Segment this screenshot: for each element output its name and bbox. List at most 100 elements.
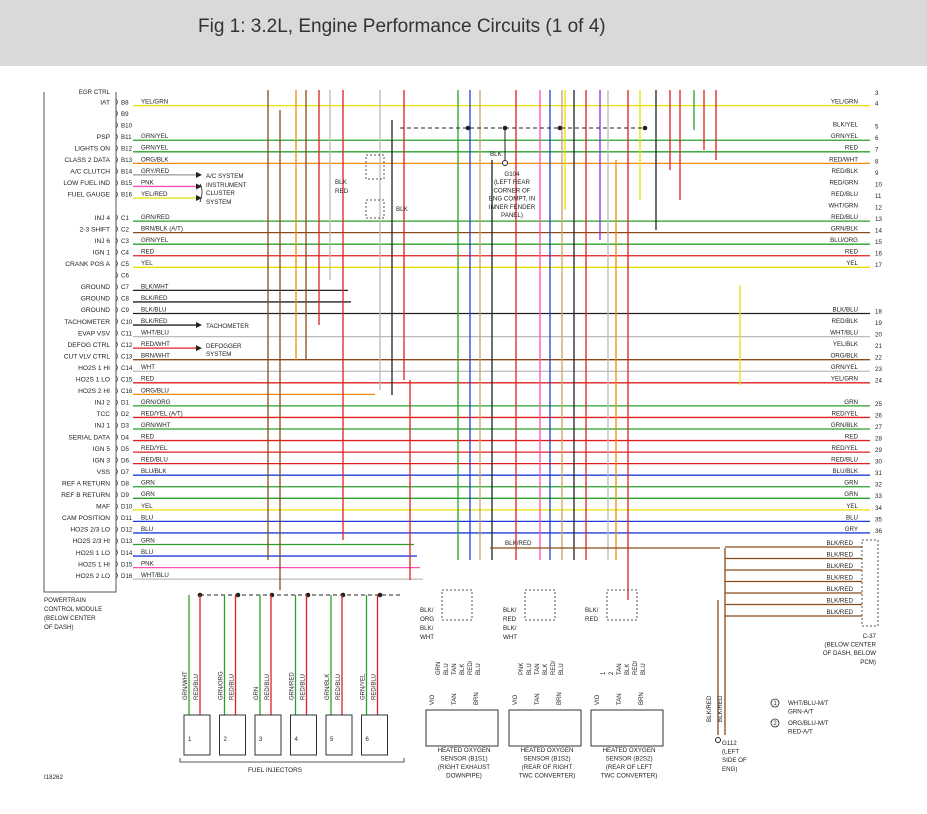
- connector-wire-label: GRN: [844, 480, 858, 487]
- pcm-pin-number: B8: [121, 99, 129, 106]
- wire-code-label: BLU/BLK: [141, 468, 167, 475]
- connector-number: 28: [875, 435, 882, 442]
- injector-wire-label-b: RED/BLU: [265, 674, 271, 700]
- connector-wire-label: RED/BLK: [832, 168, 859, 175]
- pcm-pin-number: C10: [121, 319, 133, 326]
- connector-number: 32: [875, 482, 882, 489]
- injector-wire-label-a: GRN/WHT: [183, 671, 189, 700]
- pcm-pin-function: PSP: [97, 134, 111, 141]
- pcm-pin-number: C11: [121, 330, 132, 337]
- wire-code-label: BLK/RED: [141, 295, 168, 302]
- pin-bracket: [115, 318, 118, 325]
- sensor-wire-label: BLK/: [585, 607, 599, 614]
- injector-wire-label-b: RED/BLU: [336, 674, 342, 700]
- pcm-pin-number: D2: [121, 411, 129, 418]
- sensor-pin-label: TAN: [535, 693, 541, 705]
- pcm-pin-number: D11: [121, 515, 132, 522]
- pin-bracket: [115, 410, 118, 418]
- pcm-pin-function: INJ 4: [95, 215, 111, 222]
- g104-wire-label: BLK: [490, 151, 503, 158]
- injector-number: 3: [259, 737, 263, 743]
- connector-wire-label: BLU/BLK: [833, 468, 859, 475]
- wire-code-label: YEL: [141, 503, 153, 510]
- splice-label-blk-right: BLK: [396, 206, 409, 213]
- wire-code-label: GRN/YEL: [141, 237, 169, 244]
- splice-label-red: RED: [335, 188, 349, 195]
- wire-code-label: YEL: [141, 260, 153, 267]
- arrow-icon: [196, 171, 202, 178]
- sensor-wire-label: WHT: [420, 634, 434, 641]
- connector-number: 25: [875, 401, 882, 408]
- ground-icon: [715, 737, 721, 743]
- wire-code-label: PNK: [141, 561, 155, 568]
- pcm-pin-function: IAT: [100, 99, 110, 106]
- connector-number: 21: [875, 343, 882, 350]
- pcm-label-egr-ctrl: EGR CTRL: [79, 89, 111, 96]
- callout-instrument: INSTRUMENT: [206, 182, 247, 189]
- pin-bracket: [115, 248, 118, 256]
- wire-code-label: ORG/BLK: [141, 156, 169, 163]
- wire-code-label: GRY/RED: [141, 168, 170, 175]
- pcm-pin-function: INJ 1: [95, 423, 111, 430]
- pin-bracket: [115, 479, 118, 487]
- pcm-name-line: POWERTRAIN: [44, 597, 86, 604]
- connector-number: 11: [875, 193, 882, 200]
- sensor-wire-code: BLU: [476, 663, 482, 675]
- splice-dot: [235, 592, 241, 598]
- sensor-title: TWC CONVERTER): [519, 773, 576, 780]
- pin-bracket: [115, 179, 118, 187]
- legend-circle: [770, 718, 780, 728]
- pcm-pin-number: D5: [121, 446, 129, 453]
- pin-bracket: [115, 572, 118, 579]
- sensor-pin-label: BRN: [474, 692, 480, 705]
- pcm-pin-function: HO2S 2/3 LO: [70, 527, 110, 534]
- connector-wire-label: GRN/YEL: [831, 133, 859, 140]
- injector-box: [290, 714, 317, 756]
- fuel-injectors-label: FUEL INJECTORS: [248, 767, 302, 774]
- c37-wire-label: BLK/RED: [827, 609, 854, 616]
- pcm-pin-number: C4: [121, 249, 129, 256]
- connector-wire-label: BLU/ORG: [830, 237, 858, 244]
- pcm-pin-function: EVAP VSV: [78, 330, 111, 337]
- pcm-pin-number: D15: [121, 561, 133, 568]
- pin-bracket: [115, 283, 118, 291]
- pin-bracket: [115, 133, 118, 140]
- pcm-pin-number: D10: [121, 504, 133, 511]
- pcm-pin-number: C6: [121, 273, 129, 280]
- sensor-pin-label: TAN: [452, 693, 458, 705]
- legend-text: ORG/BLU-M/T: [788, 720, 829, 727]
- connector-number: 14: [875, 228, 882, 235]
- pin-bracket: [115, 110, 118, 117]
- pin-bracket: [115, 98, 118, 106]
- pcm-pin-number: C9: [121, 307, 129, 314]
- wire-code-label: GRN: [141, 537, 155, 544]
- pcm-pin-number: D1: [121, 400, 129, 407]
- pcm-pin-number: C3: [121, 238, 129, 245]
- injector-number: 5: [330, 737, 334, 743]
- injector-box: [183, 714, 211, 756]
- c37-label: PCM): [860, 659, 876, 666]
- g104-label: INNER FENDER: [489, 204, 536, 211]
- sensor-wire-label: BLK/: [503, 607, 517, 614]
- sensor-wire-code: RED/: [551, 660, 557, 675]
- pin-bracket: [115, 514, 118, 522]
- connector-wire-label: YEL/GRN: [831, 99, 858, 106]
- connector-wire-label: RED/WHT: [829, 156, 858, 163]
- figure-id: I18262: [44, 774, 63, 781]
- connector-wire-label: YEL/GRN: [831, 376, 858, 383]
- wire-code-label: GRN: [141, 491, 155, 498]
- arrow-icon: [196, 183, 202, 190]
- injector-wire-label-a: GRN/BLK: [325, 674, 331, 700]
- injector-number: 6: [366, 737, 370, 743]
- sensor-pin-label: BRN: [557, 692, 563, 705]
- connector-number: 12: [875, 204, 882, 211]
- pin-bracket: [115, 191, 118, 198]
- pcm-pin-number: C7: [121, 284, 129, 291]
- splice-dot: [557, 125, 563, 131]
- wire-code-label: GRN/ORG: [141, 399, 171, 406]
- injector-wire-label-b: RED/BLU: [230, 674, 236, 700]
- sensor-wire-code: 1: [601, 671, 607, 675]
- injector-wire-label-a: GRN/ORG: [219, 671, 225, 700]
- pcm-pin-function: IGN 3: [93, 457, 111, 464]
- pcm-pin-number: D4: [121, 434, 129, 441]
